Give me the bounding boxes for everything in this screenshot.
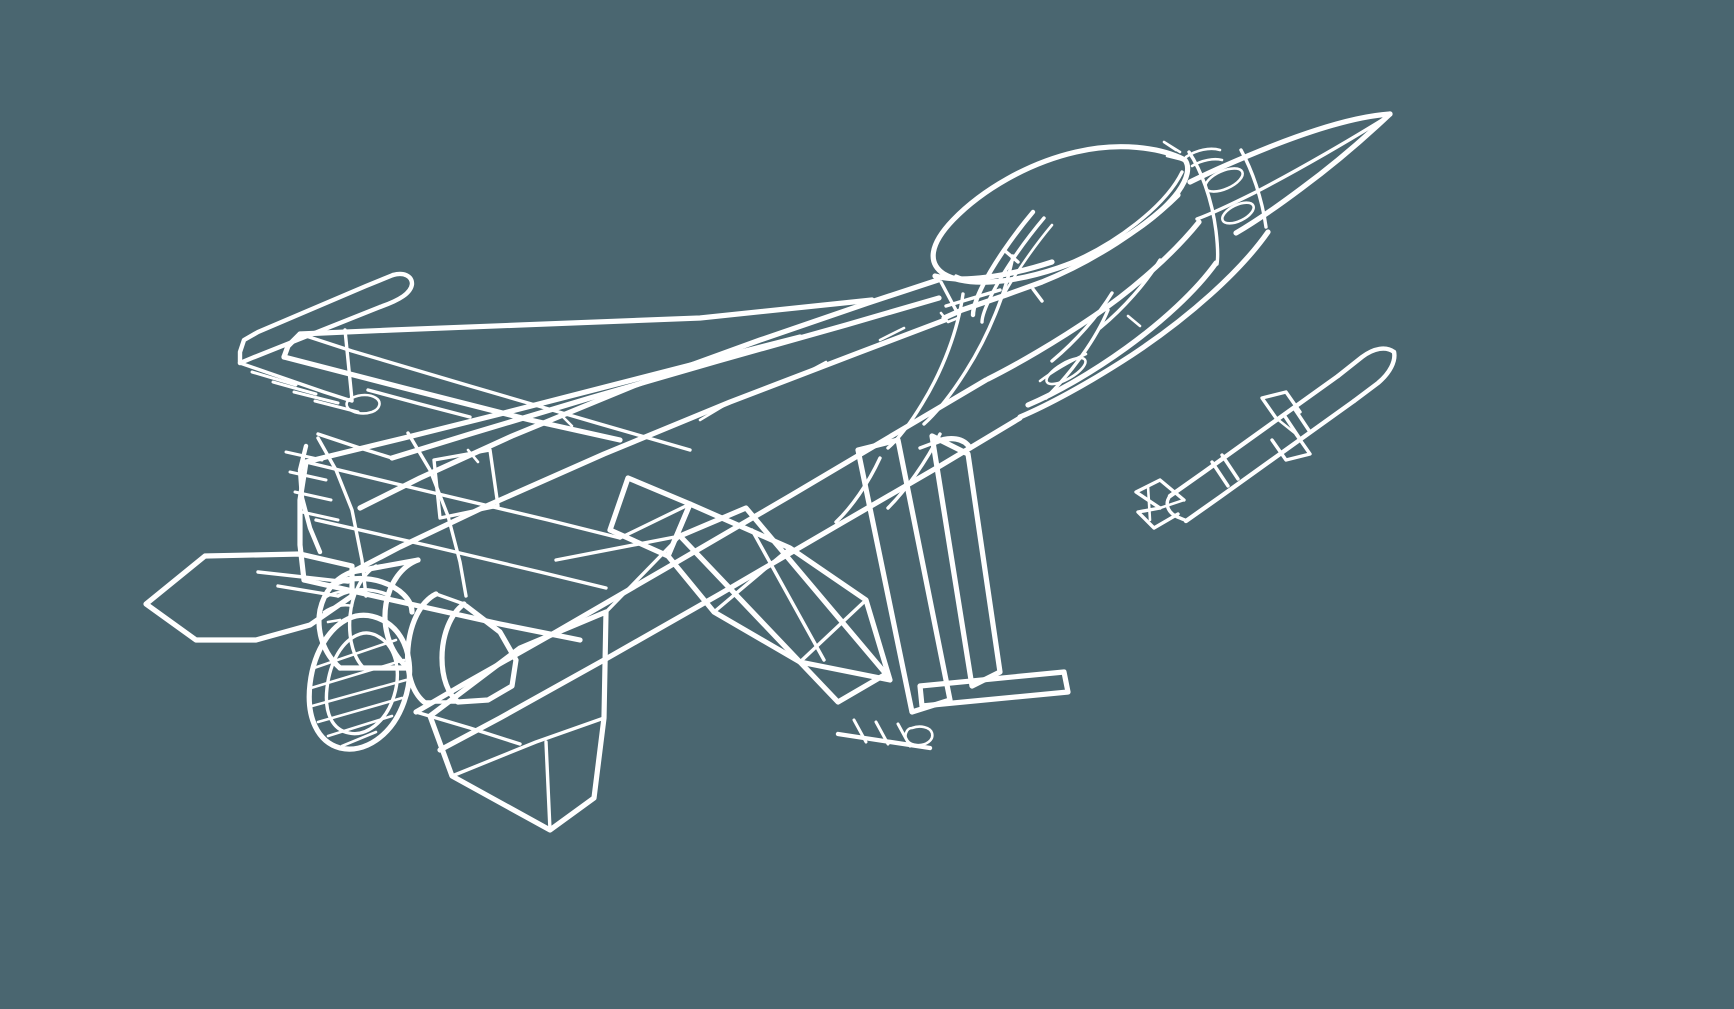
forward-fuselage [1017, 229, 1271, 420]
bottom-launch-rail [835, 718, 934, 751]
lower-rear-strake [414, 710, 522, 746]
rail-hatch-ticks-upper [250, 370, 360, 414]
missile-tail-fins [1134, 478, 1186, 530]
wing-pylon-outer [284, 443, 340, 555]
pylon-hatch-ticks-outer [284, 450, 340, 522]
sensor-ovals [1184, 147, 1255, 225]
missile-forward-canards [1260, 390, 1312, 462]
nozzle-petals [309, 638, 408, 748]
wingtip-rail-upper [237, 271, 415, 415]
port-wing [297, 334, 803, 643]
missile-seeker-nose [1335, 346, 1397, 404]
missile-body-bands [1210, 406, 1312, 488]
nozzle-shroud [320, 575, 415, 624]
under-fuselage-beam [677, 505, 889, 705]
fighter-jet [143, 111, 1393, 833]
ventral-fin [427, 609, 609, 833]
air-to-air-missile [1134, 346, 1397, 530]
center-pylon-strut [917, 433, 1071, 709]
misc-panel-lines [466, 314, 1142, 464]
exhaust-nozzle [306, 612, 413, 752]
cockpit-sill [932, 192, 1181, 324]
wing-under-surface-lines [554, 502, 692, 614]
nose-cone [1187, 111, 1393, 266]
vertical-stabilizer [665, 501, 893, 683]
wing-panel-lines-upper [343, 328, 472, 419]
starboard-wing [281, 297, 875, 452]
rear-pylon-strut [855, 437, 953, 715]
air-intake [918, 436, 973, 451]
